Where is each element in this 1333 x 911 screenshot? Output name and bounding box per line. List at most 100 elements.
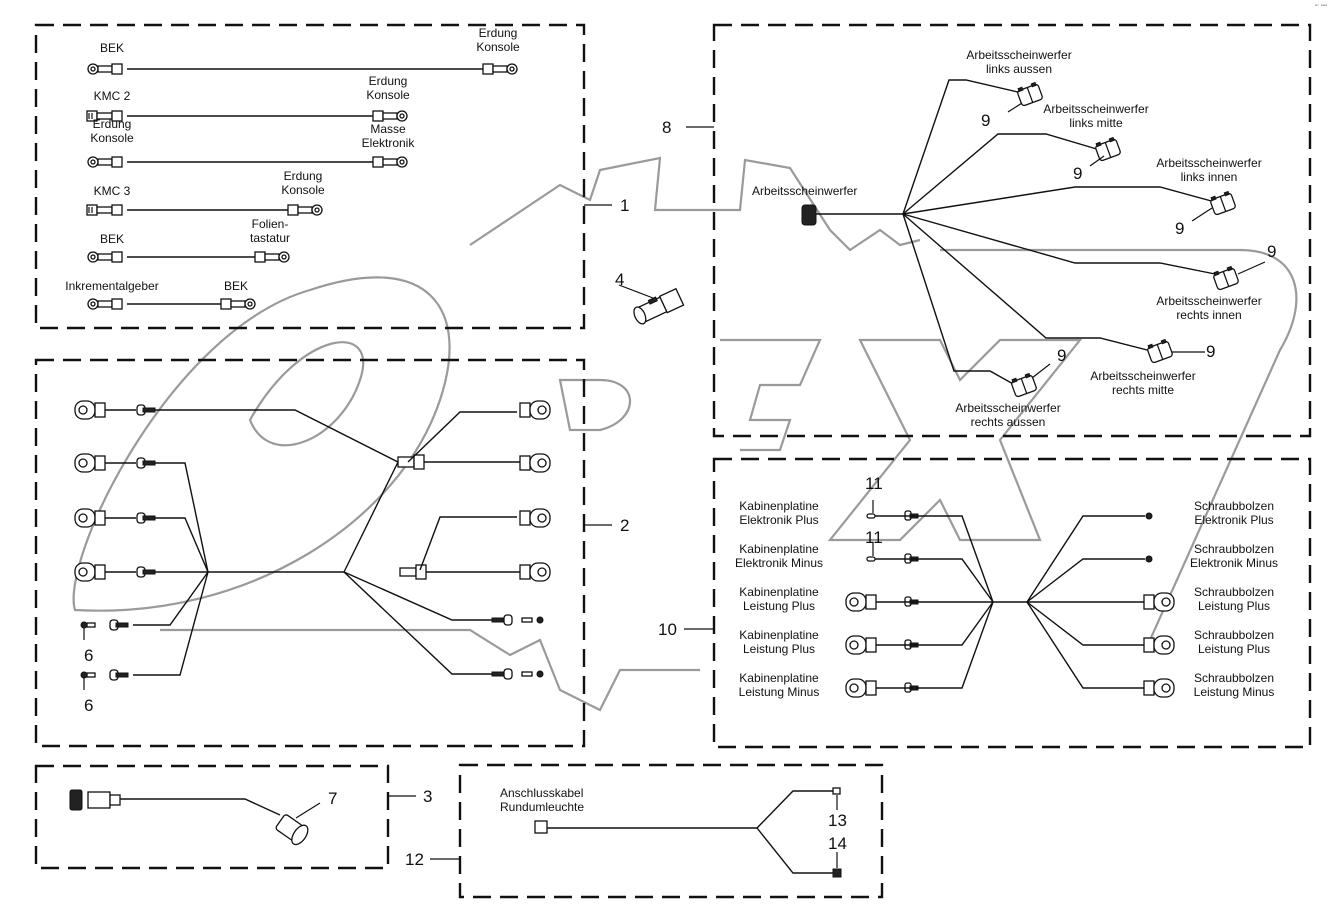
group-3-cable: 7 <box>69 789 337 846</box>
worklight-connector <box>1017 81 1043 107</box>
right-lug-terminal <box>519 562 551 582</box>
left-lug-terminal <box>74 562 156 582</box>
cable-from-label: BEK <box>100 232 124 246</box>
left-lug-terminal <box>74 508 156 528</box>
group-2-box <box>34 358 586 748</box>
callout-14: 14 <box>828 834 847 853</box>
opex-watermark <box>72 156 1298 712</box>
cable-row: BEK Folien-tastatur <box>87 217 290 263</box>
splice-junction <box>397 454 425 470</box>
worklight-connector <box>1095 136 1121 162</box>
callout-9: 9 <box>1206 342 1215 361</box>
harness-wire <box>133 571 209 626</box>
beacon-connector <box>534 820 548 834</box>
watermark-letter-p <box>558 378 632 432</box>
left-small-terminal <box>80 619 129 640</box>
splice-junction <box>399 564 427 580</box>
group-2-harness <box>74 400 551 690</box>
callout-9: 9 <box>1057 346 1066 365</box>
right-small-terminal <box>491 614 544 626</box>
harness-wire <box>155 462 209 573</box>
callout-3: 3 <box>423 787 432 806</box>
worklight-main-connector <box>801 204 817 226</box>
harness-wire <box>133 571 209 676</box>
callout-1: 1 <box>620 196 629 215</box>
right-lug-terminal <box>519 453 551 473</box>
corner-mark: ▪▫ ▪▪▪ <box>1314 3 1327 9</box>
group-3-box <box>34 764 390 870</box>
harness-wire <box>343 571 505 621</box>
watermark-top-edge <box>469 156 921 252</box>
watermark-letter-o-inner <box>248 341 365 447</box>
callout-12: 12 <box>405 850 424 869</box>
callout-7: 7 <box>328 789 337 808</box>
terminal-14 <box>832 868 842 878</box>
group-8-box <box>712 23 1312 438</box>
worklight-connector <box>1210 190 1236 216</box>
connector-housing <box>87 791 111 809</box>
callout-6-a: 6 <box>84 646 93 665</box>
connector-plug <box>69 789 83 811</box>
harness-wire <box>343 461 399 573</box>
group-12-cable: Anschlusskabel Rundumleuchte 13 14 <box>500 786 847 878</box>
worklight-connector <box>1011 372 1037 398</box>
harness-wire <box>343 571 505 675</box>
cable-from-label: KMC 2 <box>94 89 131 103</box>
worklight-connector <box>1147 338 1173 364</box>
terminal-13 <box>832 787 841 795</box>
callout-9: 9 <box>981 111 990 130</box>
callout-9: 9 <box>1175 219 1184 238</box>
worklight-connector <box>1213 265 1239 291</box>
callout-11-b: 11 <box>865 528 883 547</box>
beacon-cable-label: Anschlusskabel Rundumleuchte <box>500 786 587 814</box>
callout-8: 8 <box>662 118 671 137</box>
harness-wire <box>155 409 408 463</box>
watermark-letter-x <box>827 338 1083 542</box>
callout-2: 2 <box>620 516 629 535</box>
right-small-terminal <box>491 668 544 680</box>
callout-11-a: 11 <box>865 474 883 493</box>
left-small-terminal <box>80 669 129 690</box>
right-lug-terminal <box>519 400 551 420</box>
harness-wire <box>407 411 517 463</box>
left-lug-terminal <box>74 400 156 420</box>
callout-9: 9 <box>1073 164 1082 183</box>
group-12-box <box>458 763 884 899</box>
worklight-source-label: Arbeitsscheinwerfer <box>752 184 857 198</box>
cable-to-label: Folien-tastatur <box>250 217 290 245</box>
